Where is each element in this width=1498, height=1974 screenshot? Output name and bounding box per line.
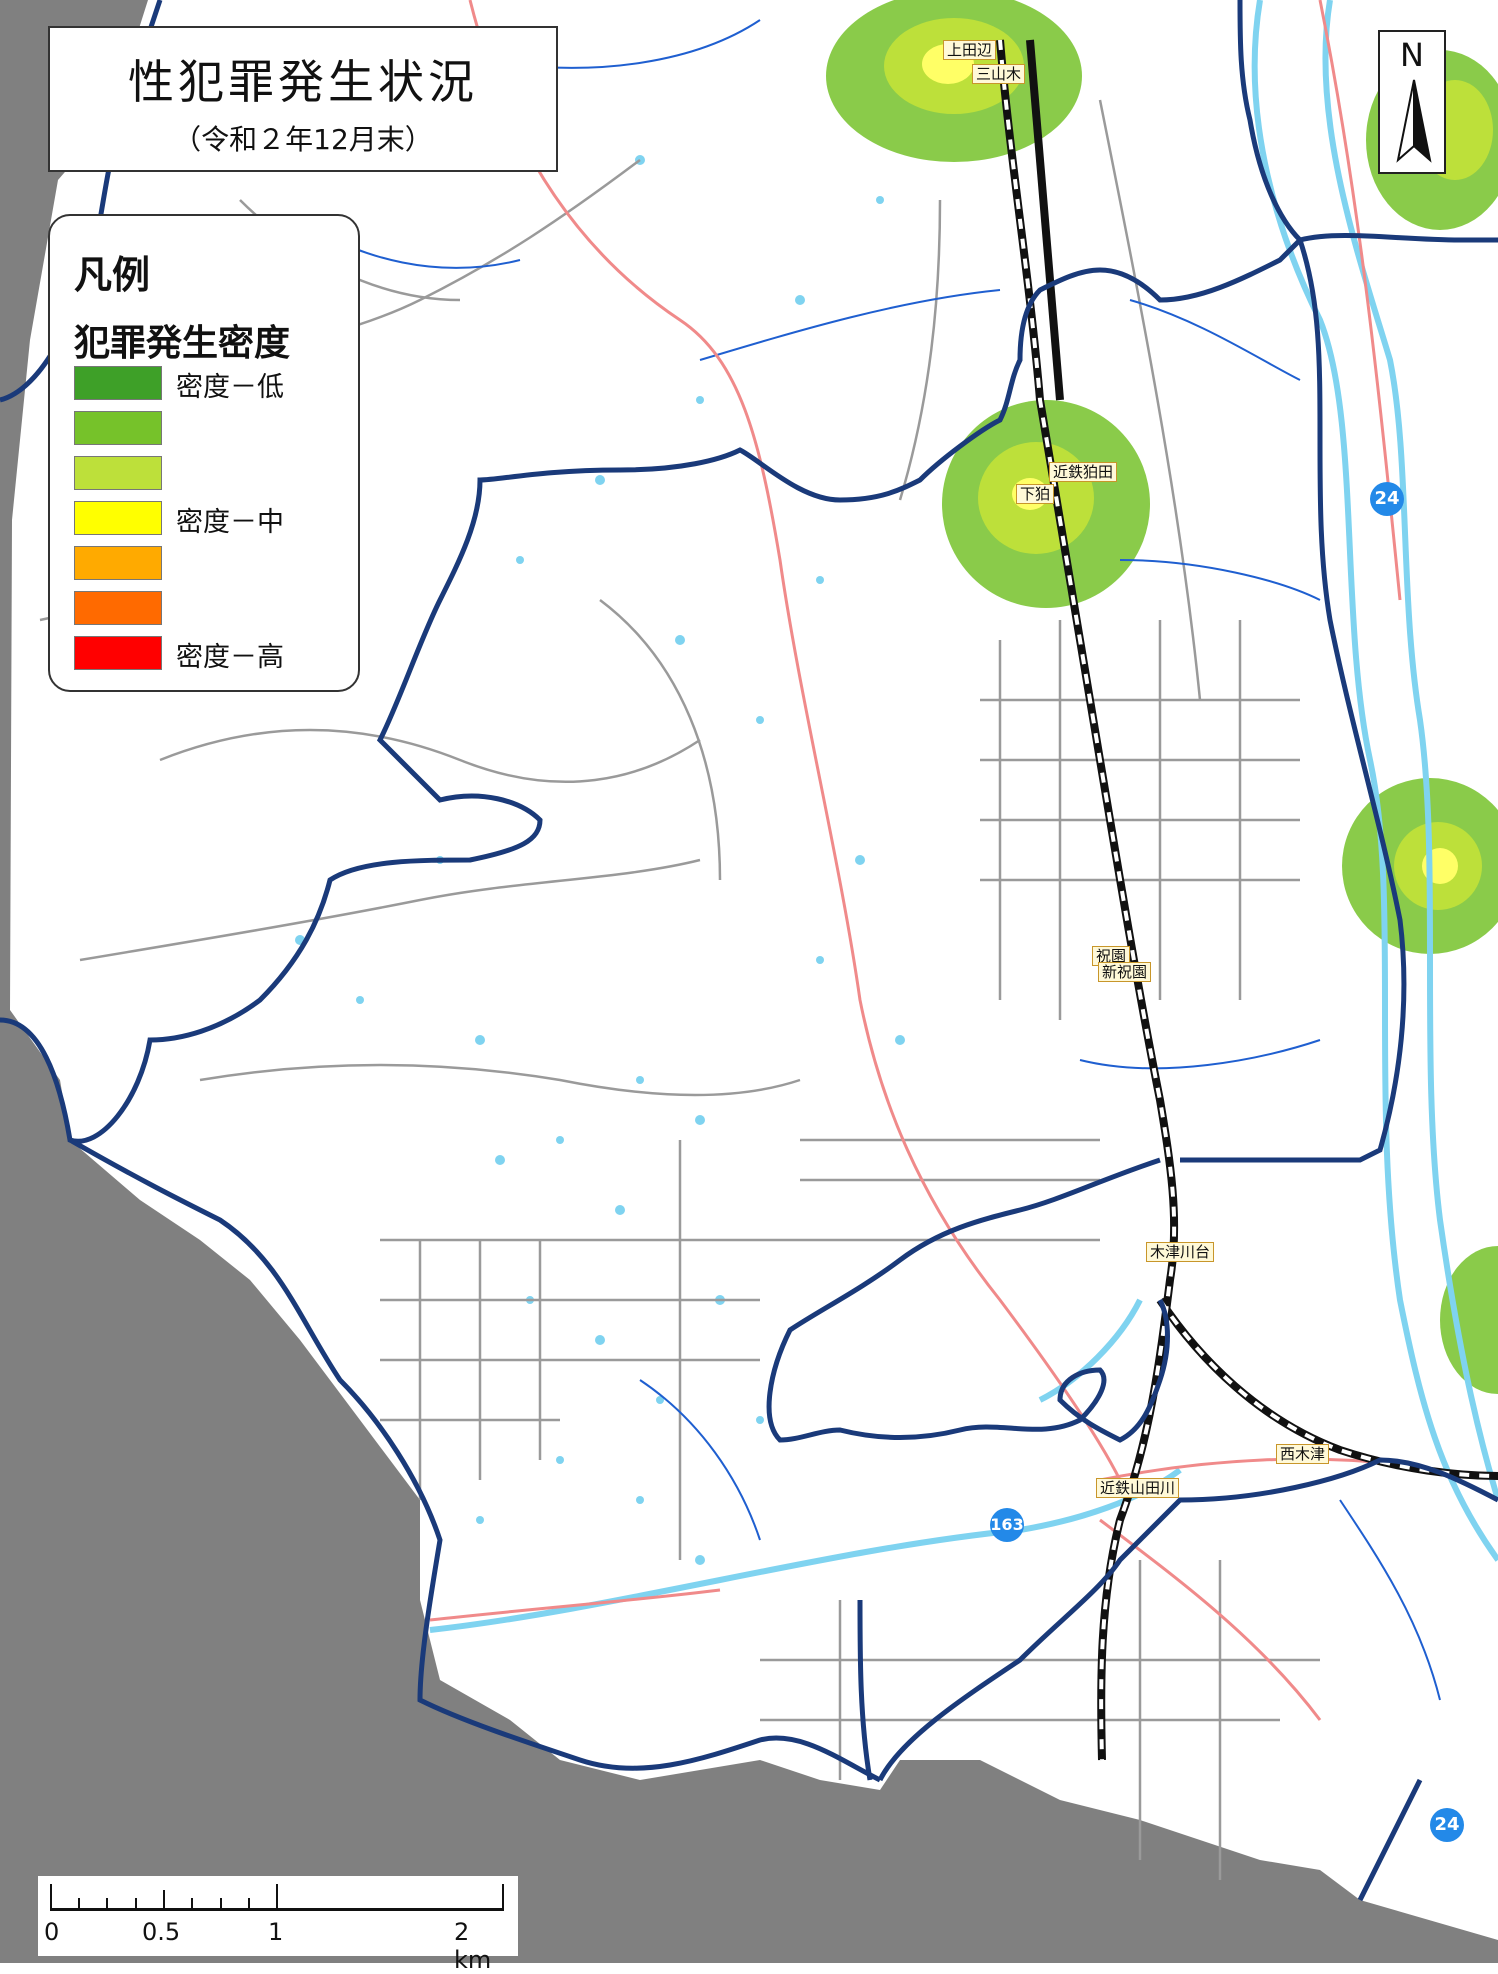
station-label: 西木津	[1276, 1444, 1330, 1464]
north-arrow-icon	[1396, 79, 1432, 163]
ponds	[295, 155, 905, 1565]
scale-bar-background	[38, 1876, 518, 1956]
station-label: 下狛	[1016, 484, 1055, 504]
legend-label: 密度－低	[176, 372, 284, 403]
scale-label: 2 km	[454, 1918, 492, 1974]
streams	[299, 19, 1441, 1701]
station-label: 近鉄山田川	[1096, 1478, 1180, 1498]
legend-subheading: 犯罪発生密度	[74, 323, 291, 364]
map-subtitle: （令和２年12月末）	[173, 123, 433, 156]
rivers	[429, 0, 1498, 1633]
legend-swatch	[74, 456, 162, 490]
legend-swatch	[74, 591, 162, 625]
legend-swatch	[74, 636, 162, 670]
north-arrow: N	[1378, 30, 1446, 174]
railway-dashes	[998, 39, 1498, 1761]
scale-bar-line	[50, 1884, 504, 1911]
map-title: 性犯罪発生状況	[128, 55, 478, 109]
legend-label: 密度－高	[176, 642, 284, 673]
legend-swatch	[74, 501, 162, 535]
scale-label: 0	[44, 1918, 60, 1946]
legend-label: 密度－中	[176, 507, 284, 538]
station-label: 三山木	[972, 64, 1026, 84]
map-title-box: 性犯罪発生状況 （令和２年12月末）	[48, 26, 558, 172]
scale-label: 0.5	[142, 1918, 181, 1946]
legend-box: 凡例 犯罪発生密度 密度－低密度－中密度－高	[48, 214, 360, 692]
scale-bar: 0 0.5 1 2 km	[44, 1884, 514, 1974]
density-heat-layer	[826, 0, 1498, 1394]
route-shield: 24	[1430, 1808, 1464, 1842]
station-label: 木津川台	[1146, 1242, 1215, 1262]
route-shield: 24	[1370, 482, 1404, 516]
legend-heading: 凡例	[74, 253, 151, 297]
scale-label: 1	[268, 1918, 284, 1946]
route-shield: 163	[990, 1508, 1024, 1542]
station-label: 新祝園	[1098, 962, 1152, 982]
station-label: 近鉄狛田	[1049, 462, 1118, 482]
station-label: 上田辺	[943, 40, 997, 60]
legend-swatch	[74, 366, 162, 400]
north-letter: N	[1400, 36, 1424, 74]
legend-swatch	[74, 411, 162, 445]
legend-swatch	[74, 546, 162, 580]
